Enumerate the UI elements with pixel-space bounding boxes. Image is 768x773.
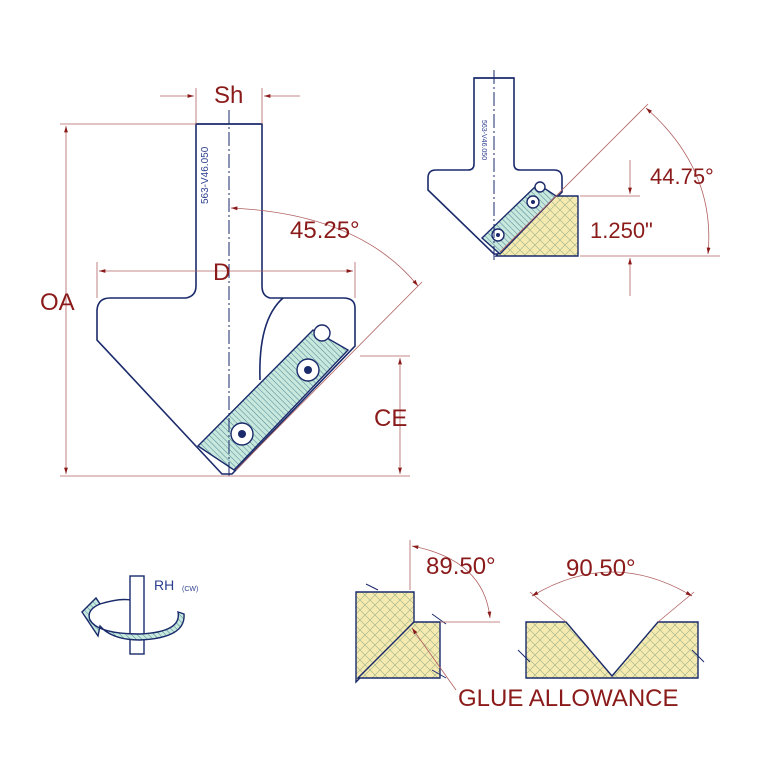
cutting-edge-label: CE (374, 405, 407, 432)
setup-part-number: 563-V46.050 (480, 120, 487, 160)
setup-view: 563-V46.050 1.250" 44.75° (427, 70, 720, 296)
part-number-text: 563-V46.050 (200, 146, 211, 204)
main-bit: 563-V46.050 (96, 110, 356, 478)
shank-label: Sh (214, 82, 243, 109)
miter-joint: 89.50° (355, 540, 500, 684)
rotation-label: RH (154, 577, 174, 593)
shank-dimension: Sh (160, 82, 300, 124)
cutting-edge-dimension: CE (360, 355, 410, 474)
vgroove-angle-label: 90.50° (566, 555, 636, 582)
main-angle-label: 45.25° (290, 217, 360, 244)
diameter-label: D (213, 259, 230, 286)
gullet-curve (259, 297, 284, 381)
overall-dimension: OA (40, 123, 410, 477)
miter-angle-label: 89.50° (426, 553, 496, 580)
rotation-sub: (CW) (182, 586, 198, 593)
insert-pin (313, 324, 331, 342)
screw-upper-head (304, 366, 312, 374)
screw-lower-head (238, 430, 246, 438)
setup-height-label: 1.250" (590, 218, 653, 243)
rotation-arrow-icon (81, 596, 185, 641)
overall-label: OA (40, 289, 75, 316)
v-groove-board (525, 621, 699, 679)
v-groove: 90.50° (517, 555, 705, 679)
glue-allowance: GLUE ALLOWANCE (411, 627, 679, 712)
rotation-symbol: RH (CW) (81, 575, 198, 655)
setup-angle-label: 44.75° (650, 164, 714, 189)
glue-label: GLUE ALLOWANCE (458, 685, 679, 712)
main-angle-dimension: 45.25° (230, 206, 423, 471)
rotation-shaft (129, 575, 145, 655)
